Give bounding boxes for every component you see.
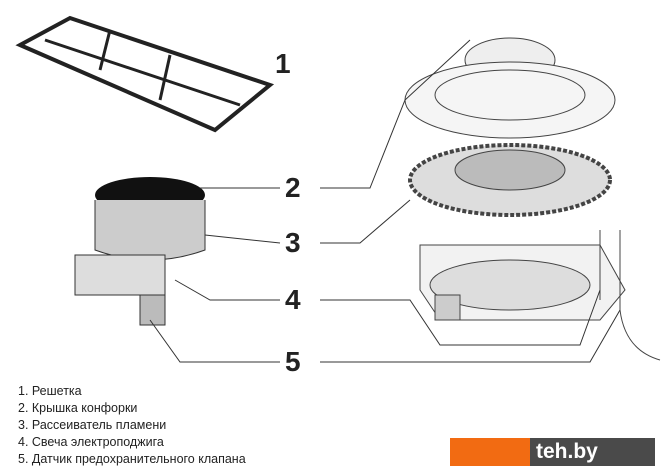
legend-item: 4. Свеча электроподжига	[18, 435, 164, 449]
callout-2: 2	[285, 172, 301, 203]
grate-illustration	[15, 15, 275, 133]
legend-item: 5. Датчик предохранительного клапана	[18, 452, 246, 466]
callout-1: 1	[275, 48, 291, 79]
large-burner-illustration	[404, 37, 661, 361]
legend-item: 3. Рассеиватель пламени	[18, 418, 167, 432]
callout-4: 4	[285, 284, 301, 315]
teh-by-logo: teh.by	[450, 438, 655, 466]
legend-item: 2. Крышка конфорки	[18, 401, 138, 415]
callout-5: 5	[285, 346, 301, 377]
leader-lines	[149, 39, 621, 363]
legend: 1. Решетка 2. Крышка конфорки 3. Рассеив…	[18, 383, 246, 468]
callout-3: 3	[285, 227, 301, 258]
small-burner-illustration	[74, 177, 206, 326]
legend-item: 1. Решетка	[18, 384, 82, 398]
logo-text: teh.by	[530, 438, 655, 466]
logo-orange-block	[450, 438, 530, 466]
